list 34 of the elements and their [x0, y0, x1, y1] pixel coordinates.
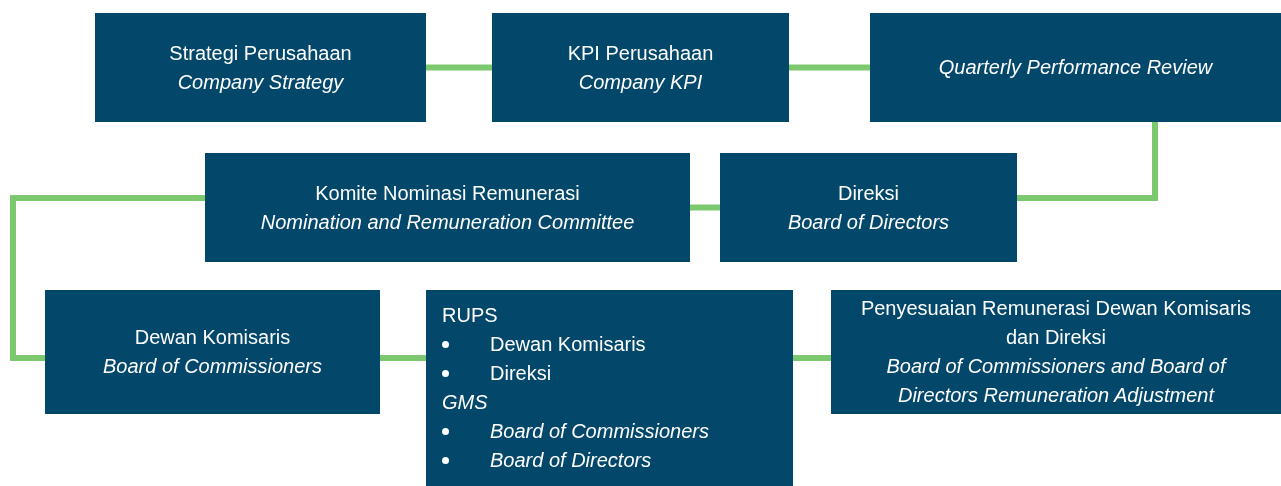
- process-box: [426, 290, 793, 486]
- connector-line: [690, 204, 720, 211]
- process-box: [492, 13, 789, 122]
- box-text: Direksi: [490, 361, 552, 386]
- process-box: [95, 13, 426, 122]
- connector-line: [1017, 122, 1158, 201]
- process-box: [870, 13, 1281, 122]
- box-text: Board of Commissioners: [490, 419, 709, 444]
- process-box: [831, 290, 1281, 414]
- box-text: Dewan Komisaris: [490, 332, 646, 357]
- connector-line: [10, 195, 205, 361]
- box-text: RUPS: [442, 303, 498, 328]
- box-text: KPI Perusahaan: [567, 40, 714, 66]
- process-box: [205, 153, 690, 262]
- box-text: GMS: [442, 390, 488, 415]
- box-text: Board of Commissioners: [103, 354, 322, 379]
- box-text: Strategi Perusahaan: [169, 40, 352, 66]
- box-text: Company KPI: [578, 69, 703, 95]
- box-text: Penyesuaian Remunerasi Dewan Komisaris dan Direksi: [859, 296, 1253, 350]
- connector-line: [793, 355, 831, 361]
- process-box: [45, 290, 380, 414]
- process-box: [720, 153, 1017, 262]
- box-text: Nomination and Remuneration Committee: [260, 209, 635, 235]
- connector-line: [789, 64, 870, 71]
- box-text: Company Strategy: [177, 69, 344, 95]
- box-text: Board of Commissioners and Board of Directors Remuneration Adjustment: [885, 354, 1229, 408]
- box-text: Dewan Komisaris: [134, 325, 291, 350]
- box-text: Board of Directors: [490, 448, 652, 473]
- box-text: Quarterly Performance Review: [938, 55, 1213, 80]
- box-text: Direksi: [837, 180, 900, 206]
- connector-line: [426, 64, 492, 71]
- box-text: Komite Nominasi Remunerasi: [315, 180, 580, 206]
- box-text: Board of Directors: [787, 209, 950, 235]
- connector-line: [380, 355, 426, 361]
